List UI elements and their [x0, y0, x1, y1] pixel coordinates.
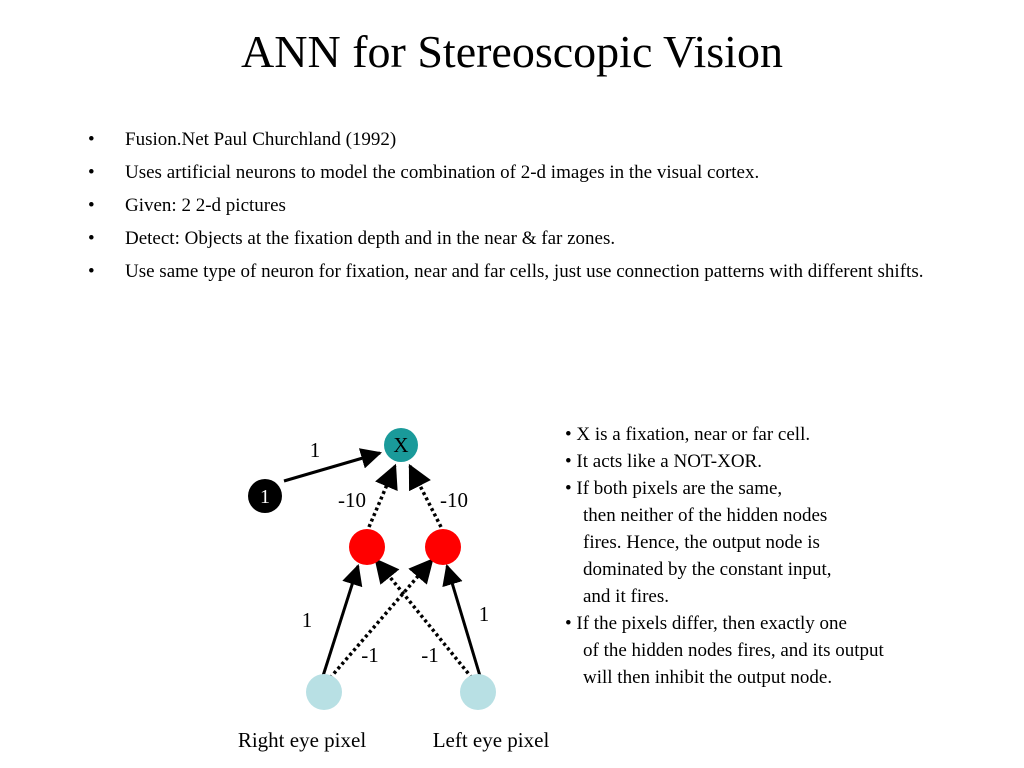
hidden-node-left	[349, 529, 385, 565]
edge-right-eye-to-right-hidden	[328, 558, 434, 680]
bullet-text: Detect: Objects at the fixation depth an…	[125, 228, 616, 249]
bullet-text: Given: 2 2-d pictures	[125, 195, 286, 216]
left-eye-label: Left eye pixel	[433, 728, 550, 752]
weight-left-eye-to-left-hidden: -1	[421, 643, 439, 667]
bias-node	[248, 479, 282, 513]
hidden-node-right	[425, 529, 461, 565]
note-line: fires. Hence, the output node is	[583, 532, 820, 553]
explanation-notes: • X is a fixation, near or far cell. • I…	[565, 421, 985, 691]
bullet-marker: •	[88, 228, 95, 249]
note-line: will then inhibit the output node.	[583, 667, 833, 688]
edge-left-eye-to-right-hidden	[442, 563, 482, 677]
note-line: • If both pixels are the same,	[565, 478, 783, 499]
output-node-label: X	[393, 433, 408, 457]
note-line: and it fires.	[583, 586, 670, 607]
bullet-item: • Detect: Objects at the fixation depth a…	[88, 225, 948, 252]
weight-left-eye-to-right-hidden: 1	[479, 602, 490, 626]
right-eye-input-node	[306, 674, 342, 710]
weight-left-hidden-to-output: -10	[338, 488, 366, 512]
bullet-item: • Fusion.Net Paul Churchland (1992)	[88, 126, 948, 153]
bullet-marker: •	[88, 195, 95, 216]
bullet-marker: •	[88, 261, 95, 282]
bullet-text: Use same type of neuron for fixation, ne…	[125, 261, 924, 282]
bullet-marker: •	[88, 162, 95, 183]
bias-node-label: 1	[260, 486, 270, 508]
note-item: • It acts like a NOT-XOR.	[565, 448, 985, 475]
bullet-text: Fusion.Net Paul Churchland (1992)	[125, 129, 397, 150]
note-item: • X is a fixation, near or far cell.	[565, 421, 985, 448]
weight-bias-to-output: 1	[310, 438, 321, 462]
right-eye-label: Right eye pixel	[238, 728, 366, 752]
note-line: dominated by the constant input,	[583, 559, 832, 580]
bullet-item: • Uses artificial neurons to model the co…	[88, 159, 948, 186]
note-line: • If the pixels differ, then exactly one	[565, 613, 847, 634]
edge-left-eye-to-left-hidden	[374, 558, 474, 680]
note-item: • If both pixels are the same, then neit…	[565, 475, 985, 610]
note-line: • X is a fixation, near or far cell.	[565, 424, 811, 445]
note-line: • It acts like a NOT-XOR.	[565, 451, 762, 472]
bullet-marker: •	[88, 129, 95, 150]
note-line: then neither of the hidden nodes	[583, 505, 828, 526]
bullet-item: • Use same type of neuron for fixation, n…	[88, 258, 948, 285]
left-eye-input-node	[460, 674, 496, 710]
weight-right-eye-to-right-hidden: -1	[361, 643, 379, 667]
slide-title: ANN for Stereoscopic Vision	[241, 26, 783, 77]
output-node	[384, 428, 418, 462]
edge-right-hidden-to-output	[408, 463, 443, 528]
note-item: • If the pixels differ, then exactly one…	[565, 610, 985, 691]
edge-left-hidden-to-output	[367, 463, 398, 528]
bullet-item: • Given: 2 2-d pictures	[88, 192, 948, 219]
weight-right-hidden-to-output: -10	[440, 488, 468, 512]
bullet-text: Uses artificial neurons to model the com…	[125, 162, 760, 183]
edge-right-eye-to-left-hidden	[321, 563, 363, 677]
bullet-list: • Fusion.Net Paul Churchland (1992) • Uses…	[88, 126, 948, 291]
edge-bias-to-output	[283, 448, 383, 483]
weight-right-eye-to-left-hidden: 1	[302, 608, 313, 632]
note-line: of the hidden nodes fires, and its outpu…	[583, 640, 884, 661]
